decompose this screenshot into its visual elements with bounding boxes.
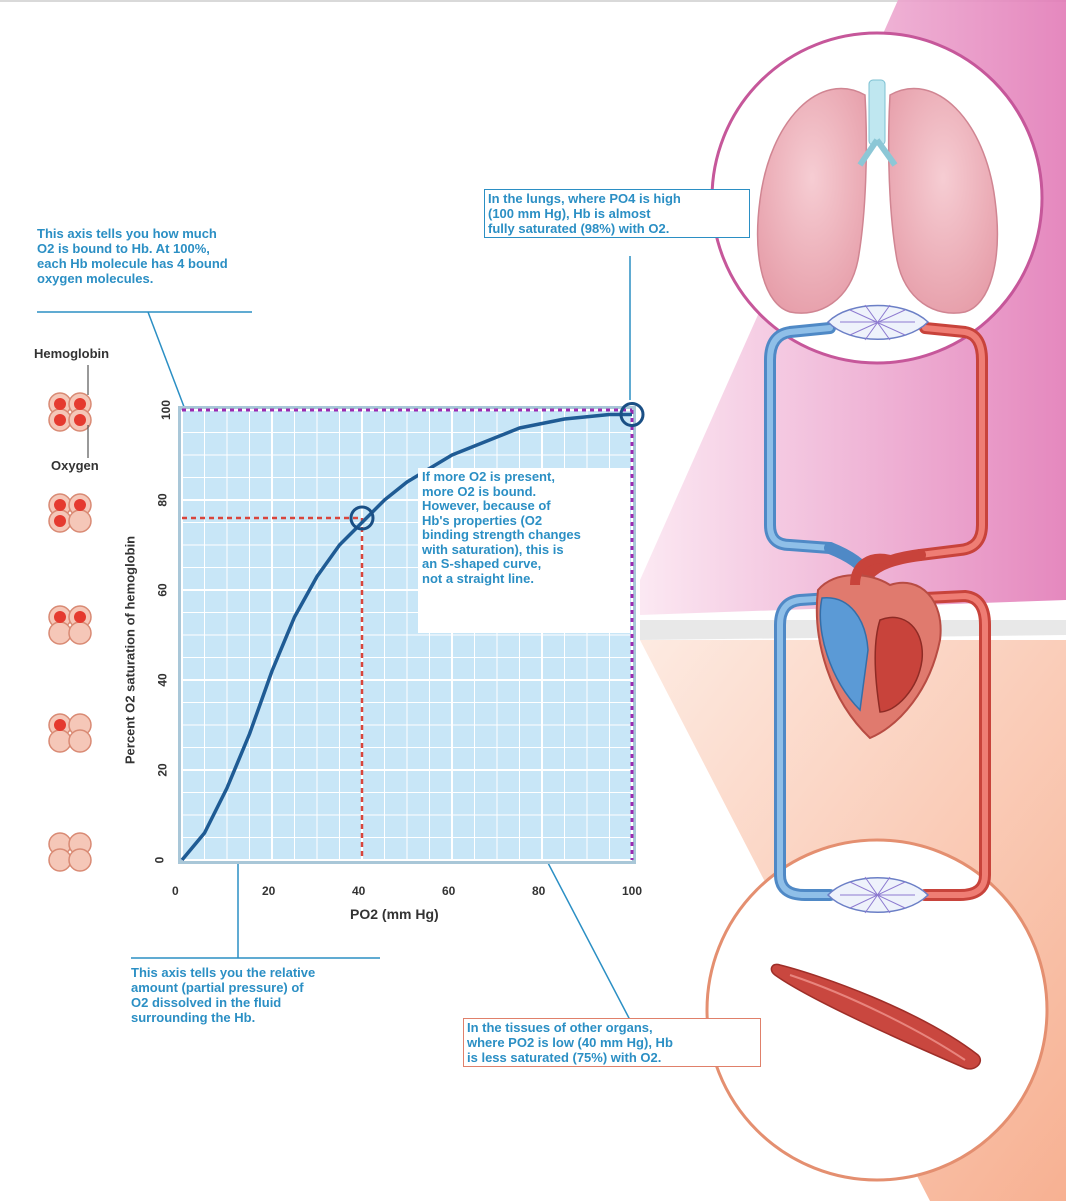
y-tick-label: 20	[155, 763, 170, 777]
hb-subunit	[68, 621, 92, 645]
bound-oxygen-dot	[74, 611, 86, 623]
capillary-bed-tissues	[826, 876, 930, 914]
y-axis-explanation: This axis tells you how much O2 is bound…	[37, 226, 228, 286]
capillary-bed-lungs	[826, 304, 930, 341]
curve-explanation: If more O2 is present, more O2 is bound.…	[418, 468, 630, 633]
y-tick-label: 0	[152, 856, 167, 864]
x-axis-explanation: This axis tells you the relative amount …	[131, 965, 316, 1025]
top-border	[0, 0, 1066, 2]
hb-subunit	[48, 621, 72, 645]
bound-oxygen-dot	[54, 719, 66, 731]
y-tick-label: 60	[155, 583, 170, 597]
bound-oxygen-dot	[54, 515, 66, 527]
x-tick-label: 20	[262, 884, 276, 898]
x-axis-title: PO2 (mm Hg)	[350, 906, 439, 922]
lungs-explanation-box: In the lungs, where PO4 is high (100 mm …	[484, 189, 750, 238]
x-tick-label: 60	[442, 884, 456, 898]
hemoglobin-molecule-icon	[48, 832, 92, 872]
highlight-point-0	[619, 402, 645, 427]
bound-oxygen-dot	[74, 414, 86, 426]
bound-oxygen-dot	[74, 499, 86, 511]
circulation-diagram	[764, 322, 991, 901]
y-tick-label: 40	[155, 673, 170, 687]
hemoglobin-molecule-icon	[48, 493, 92, 533]
bound-oxygen-dot	[54, 499, 66, 511]
hemoglobin-molecule-icon	[48, 713, 92, 753]
hb-subunit	[48, 848, 72, 872]
y-note-leader	[147, 311, 187, 413]
bound-oxygen-dot	[54, 398, 66, 410]
hemoglobin-molecule-icon	[48, 392, 92, 432]
y-tick-label: 100	[159, 399, 174, 421]
dissociation-curve	[180, 412, 632, 862]
bound-oxygen-dot	[54, 611, 66, 623]
heart-illustration	[815, 553, 942, 740]
hb-subunit	[68, 729, 92, 753]
hemoglobin-label: Hemoglobin	[34, 346, 110, 361]
y-tick-label: 80	[155, 493, 170, 507]
hb-subunit	[68, 509, 92, 533]
y-axis-title: Percent O2 saturation of hemoglobin	[122, 535, 138, 765]
x-tick-label: 80	[532, 884, 546, 898]
bound-oxygen-dot	[54, 414, 66, 426]
hb-subunit	[68, 848, 92, 872]
highlight-point-1	[349, 505, 375, 531]
bound-oxygen-dot	[74, 398, 86, 410]
hemoglobin-icons	[48, 365, 92, 872]
lungs-illustration	[756, 79, 999, 314]
muscle-illustration	[770, 963, 982, 1070]
x-tick-label: 40	[352, 884, 366, 898]
x-tick-label: 0	[172, 884, 179, 898]
x-tick-label: 100	[622, 884, 643, 898]
hemoglobin-molecule-icon	[48, 605, 92, 645]
hb-subunit	[48, 729, 72, 753]
oxygen-label: Oxygen	[51, 458, 99, 473]
tissues-explanation-box: In the tissues of other organs, where PO…	[463, 1018, 761, 1067]
